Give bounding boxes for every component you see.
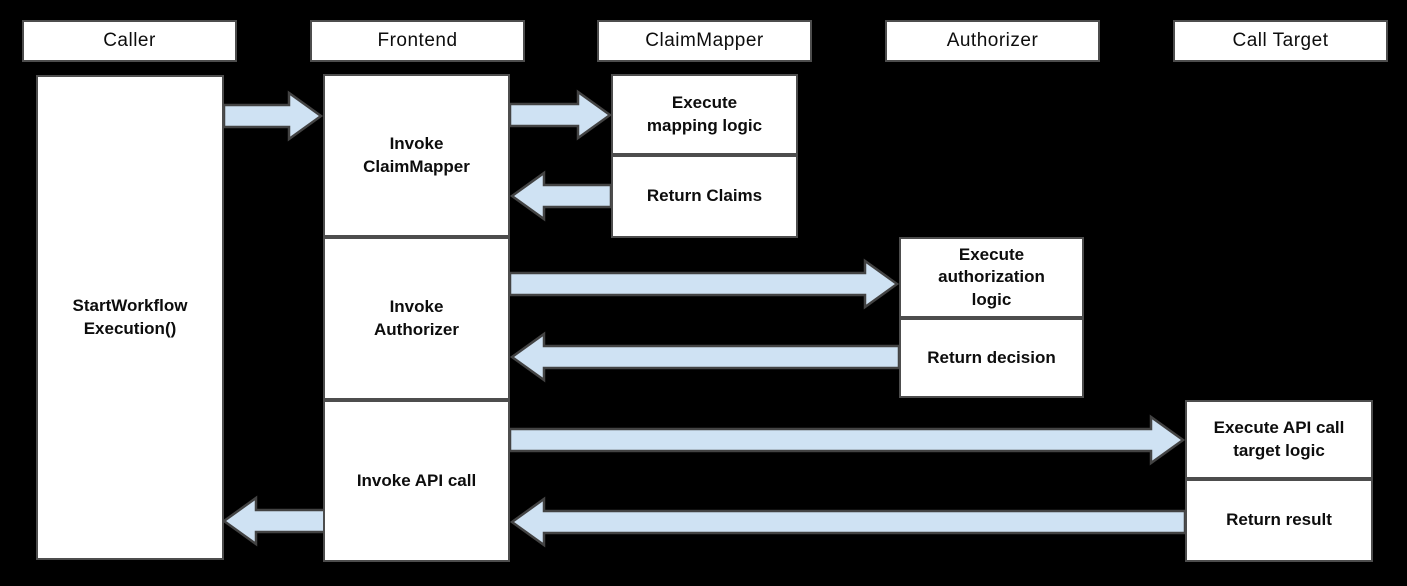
lifeline-label: Frontend xyxy=(377,30,458,51)
lifeline-label: ClaimMapper xyxy=(645,30,764,51)
activation-return-claims: Return Claims xyxy=(611,155,798,238)
activation-label: StartWorkflow Execution() xyxy=(72,296,188,338)
activation-label: Return Claims xyxy=(646,186,763,206)
arrow-calltarget-to-frontend xyxy=(509,496,1187,548)
activation-execute-api-call-target-logic: Execute API call target logic xyxy=(1185,400,1373,479)
activation-label: Invoke ClaimMapper xyxy=(363,134,470,176)
activation-label: Invoke API call xyxy=(356,470,477,490)
lifeline-label: Caller xyxy=(103,30,156,51)
activation-invoke-authorizer: Invoke Authorizer xyxy=(323,237,510,400)
arrow-caller-to-frontend xyxy=(222,90,324,142)
activation-label: Return result xyxy=(1226,510,1332,530)
lifeline-header-claimmapper: ClaimMapper xyxy=(597,20,812,62)
arrow-authorizer-to-frontend xyxy=(509,331,901,383)
lifeline-header-caller: Caller xyxy=(22,20,237,62)
activation-invoke-api-call: Invoke API call xyxy=(323,400,510,562)
arrow-claimmapper-to-frontend xyxy=(509,170,613,222)
activation-return-result: Return result xyxy=(1185,479,1373,562)
activation-label: Execute mapping logic xyxy=(646,93,763,135)
lifeline-header-calltarget: Call Target xyxy=(1173,20,1388,62)
activation-label: Execute API call target logic xyxy=(1213,418,1345,460)
lifeline-label: Call Target xyxy=(1232,30,1329,51)
activation-label: Execute authorization logic xyxy=(938,245,1045,309)
lifeline-header-authorizer: Authorizer xyxy=(885,20,1100,62)
arrow-frontend-to-caller xyxy=(221,495,327,547)
lifeline-header-frontend: Frontend xyxy=(310,20,525,62)
lifeline-label: Authorizer xyxy=(946,30,1039,51)
activation-label: Return decision xyxy=(927,347,1056,367)
activation-return-decision: Return decision xyxy=(899,318,1084,398)
activation-execute-mapping-logic: Execute mapping logic xyxy=(611,74,798,155)
activation-execute-authorization-logic: Execute authorization logic xyxy=(899,237,1084,318)
activation-startworkflowexecution: StartWorkflow Execution() xyxy=(36,75,224,560)
arrow-frontend-to-authorizer xyxy=(508,258,900,310)
activation-label: Invoke Authorizer xyxy=(374,297,459,339)
arrow-frontend-to-calltarget xyxy=(508,414,1186,466)
arrow-frontend-to-claimmapper xyxy=(508,89,613,141)
activation-invoke-claimmapper: Invoke ClaimMapper xyxy=(323,74,510,237)
